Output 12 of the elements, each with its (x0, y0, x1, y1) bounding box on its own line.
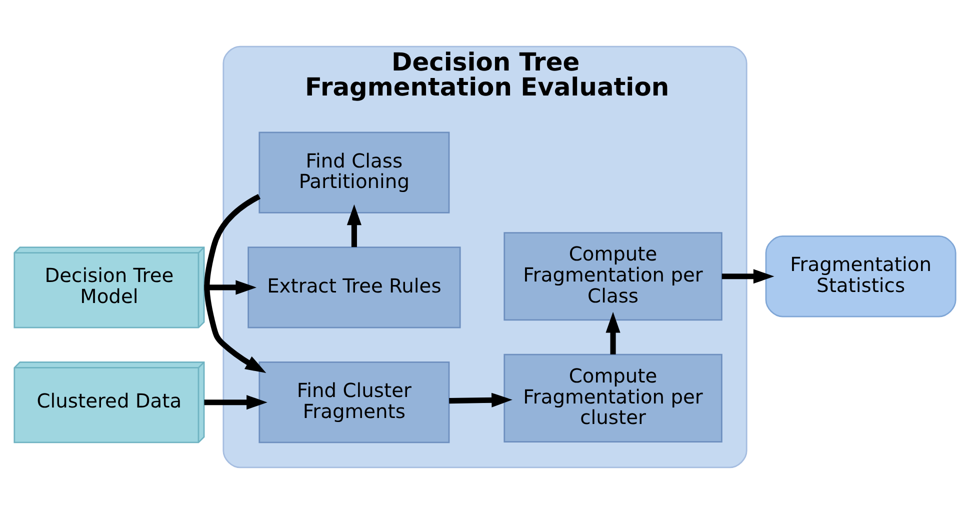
node-box: Extract Tree Rules (248, 246, 461, 328)
node-box: Compute Fragmentation per cluster (504, 354, 722, 442)
arrow (606, 312, 620, 354)
node-box: Find Cluster Fragments (258, 362, 450, 444)
node-box: Compute Fragmentation per Class (504, 232, 722, 321)
arrow (346, 204, 362, 248)
arrow (449, 392, 512, 408)
arrow (204, 395, 268, 410)
arrow (722, 269, 774, 284)
node-box: Find Class Partitioning (258, 132, 450, 214)
node-box: Fragmentation Statistics (765, 236, 956, 318)
arrow (204, 194, 266, 374)
